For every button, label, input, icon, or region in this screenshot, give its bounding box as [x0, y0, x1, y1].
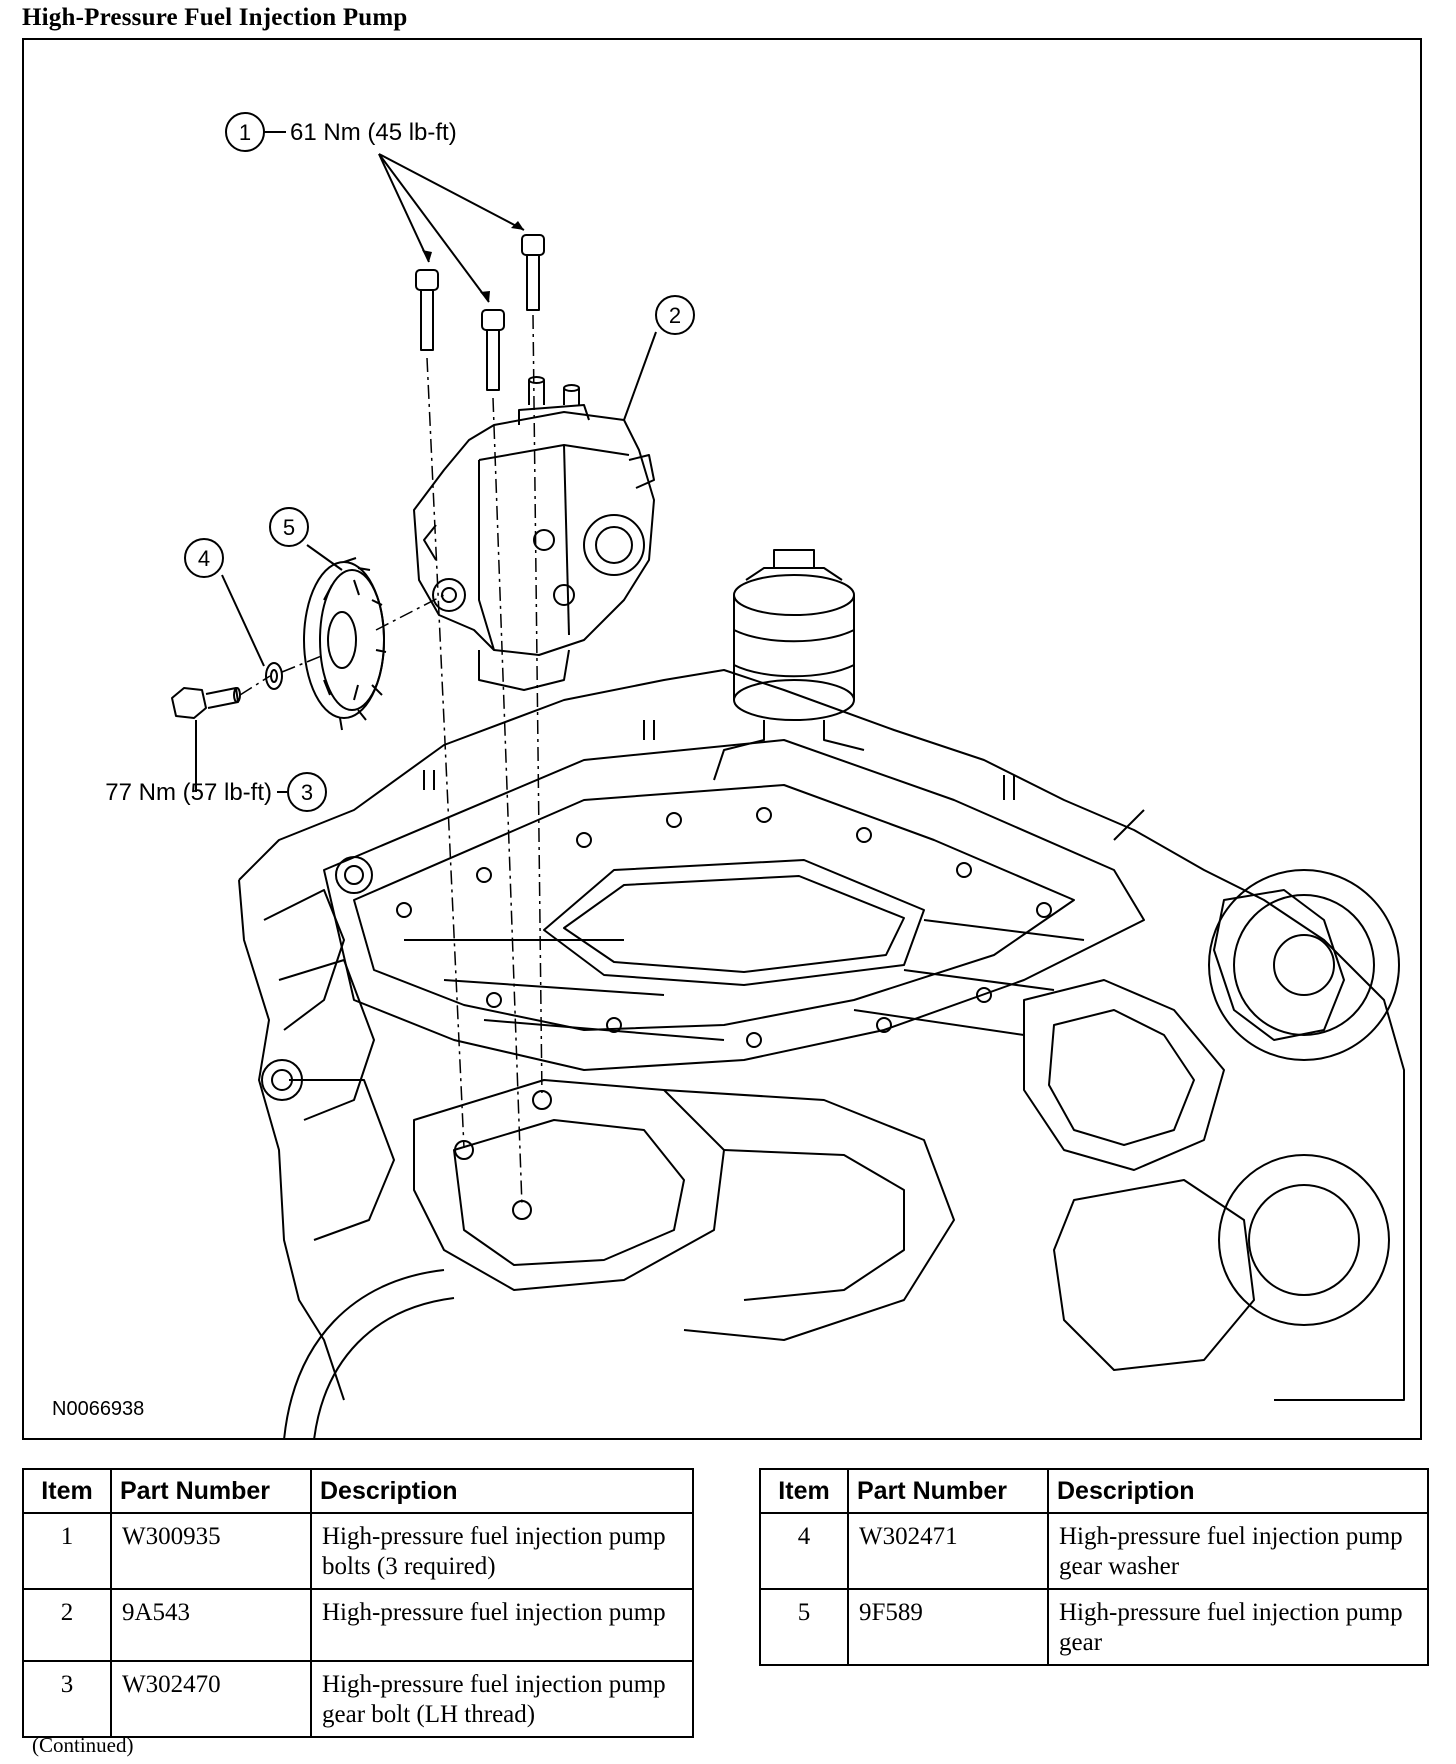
table-row: 5 9F589 High-pressure fuel injection pum… [759, 1588, 1429, 1666]
pump-bolts [415, 234, 545, 391]
gear-bolt [171, 687, 241, 719]
callout-5-number: 5 [283, 515, 295, 540]
callout-1-torque: 61 Nm (45 lb-ft) [290, 119, 457, 146]
fuel-injection-pump [413, 376, 655, 691]
continued-note: (Continued) [32, 1733, 134, 1757]
header-item: Item [22, 1468, 112, 1514]
figure-id: N0066938 [52, 1398, 144, 1420]
cell-part-number: W302471 [847, 1512, 1049, 1590]
table-row: 1 W300935 High-pressure fuel injection p… [22, 1512, 694, 1590]
callout-1-number: 1 [239, 120, 251, 145]
cell-description: High-pressure fuel injection pump gear [1047, 1588, 1429, 1666]
header-description: Description [1047, 1468, 1429, 1514]
cell-description: High-pressure fuel injection pump bolts … [310, 1512, 694, 1590]
header-part-number: Part Number [847, 1468, 1049, 1514]
callout-3-number: 3 [301, 780, 313, 805]
cell-item: 5 [759, 1588, 849, 1666]
callout-2-number: 2 [669, 303, 681, 328]
cell-part-number: 9F589 [847, 1588, 1049, 1666]
header-description: Description [310, 1468, 694, 1514]
cell-description: High-pressure fuel injection pump [310, 1588, 694, 1662]
cell-part-number: 9A543 [110, 1588, 312, 1662]
cell-item: 4 [759, 1512, 849, 1590]
cell-item: 2 [22, 1588, 112, 1662]
cell-description: High-pressure fuel injection pump gear w… [1047, 1512, 1429, 1590]
table-row: 2 9A543 High-pressure fuel injection pum… [22, 1588, 694, 1662]
engine-block [238, 669, 1405, 1438]
header-part-number: Part Number [110, 1468, 312, 1514]
gear-washer [265, 662, 283, 690]
page-title: High-Pressure Fuel Injection Pump [22, 4, 408, 31]
cell-description: High-pressure fuel injection pump gear b… [310, 1660, 694, 1738]
table-header-row: Item Part Number Description [22, 1468, 694, 1514]
cell-part-number: W302470 [110, 1660, 312, 1738]
header-item: Item [759, 1468, 849, 1514]
engine-line-drawing: 1 2 3 4 5 61 Nm (45 lb-ft) 77 Nm (57 lb-… [52, 112, 1405, 1438]
table-header-row: Item Part Number Description [759, 1468, 1429, 1514]
table-row: 4 W302471 High-pressure fuel injection p… [759, 1512, 1429, 1590]
exploded-view-illustration: 1 2 3 4 5 61 Nm (45 lb-ft) 77 Nm (57 lb-… [22, 38, 1422, 1440]
parts-table-left: Item Part Number Description 1 W300935 H… [22, 1468, 694, 1738]
parts-table-right: Item Part Number Description 4 W302471 H… [759, 1468, 1429, 1666]
cell-item: 1 [22, 1512, 112, 1590]
fuel-pump-gear [303, 557, 387, 731]
cell-part-number: W300935 [110, 1512, 312, 1590]
cell-item: 3 [22, 1660, 112, 1738]
table-row: 3 W302470 High-pressure fuel injection p… [22, 1660, 694, 1738]
oil-filter-housing [713, 549, 865, 781]
callout-3-torque: 77 Nm (57 lb-ft) [105, 779, 272, 806]
callout-4-number: 4 [198, 546, 210, 571]
